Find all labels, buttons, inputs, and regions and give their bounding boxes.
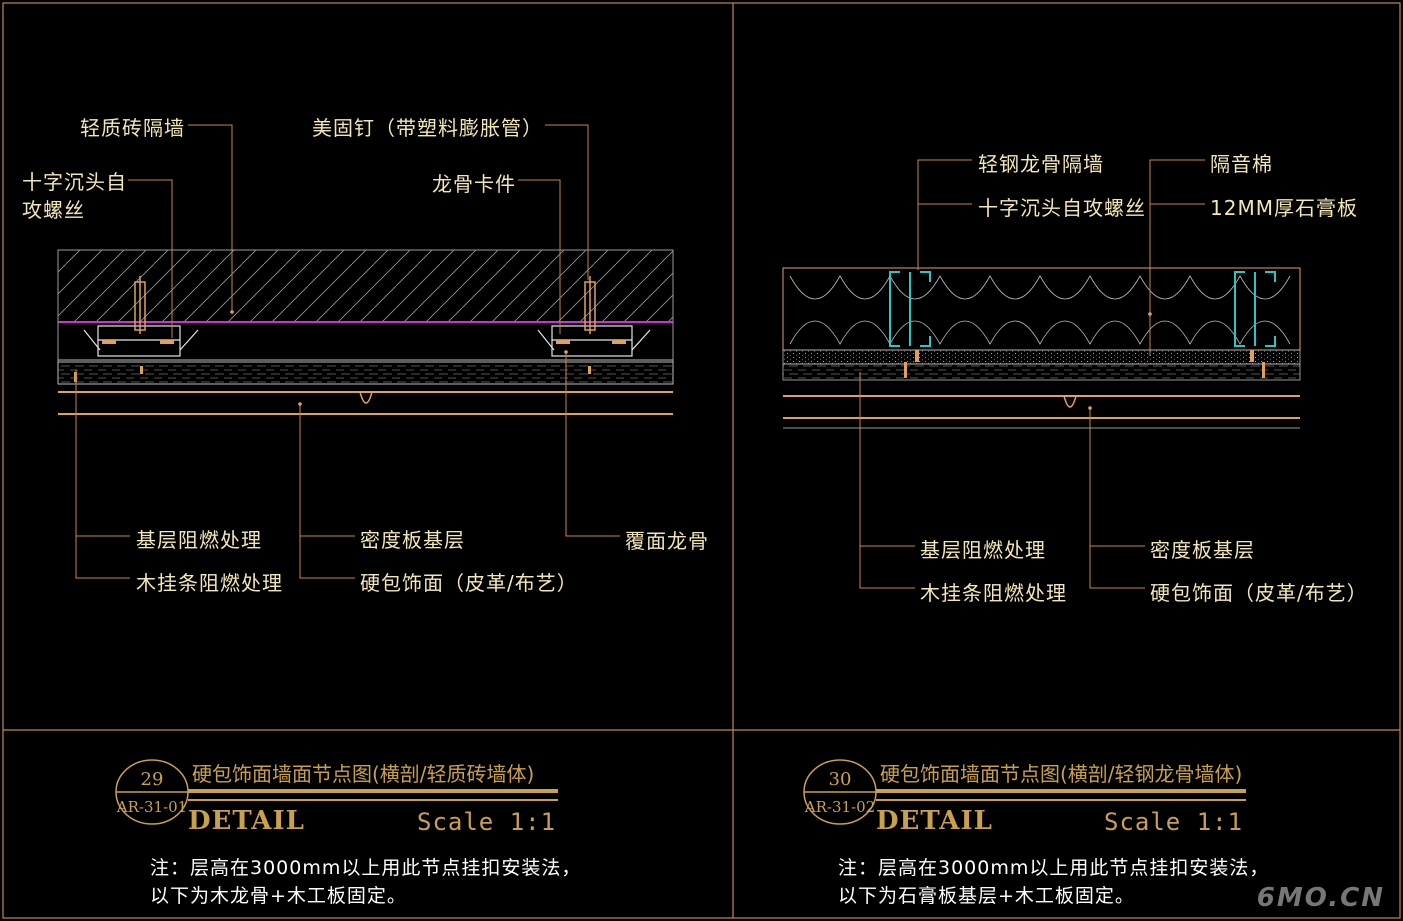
label-mdf-right: 密度板基层 (1150, 538, 1255, 562)
label-clip: 龙骨卡件 (432, 172, 516, 196)
sheet-reference-right: AR-31-02 (804, 798, 876, 816)
label-finish: 硬包饰面（皮革/布艺） (360, 571, 578, 595)
note-line-1: 注：层高在3000mm以上用此节点挂扣安装法， (150, 857, 582, 879)
scale-label: Scale 1:1 (417, 808, 557, 836)
left-title-graphics (115, 759, 558, 825)
label-base-fire: 基层阻燃处理 (136, 528, 262, 552)
scale-label-right: Scale 1:1 (1104, 808, 1244, 836)
detail-label: DETAIL (188, 806, 305, 836)
right-section-drawing (782, 159, 1301, 589)
watermark: 6MO.CN (1256, 883, 1385, 913)
detail-number-right: 30 (828, 769, 852, 790)
label-steel-wall: 轻钢龙骨隔墙 (978, 152, 1104, 176)
label-base-fire-right: 基层阻燃处理 (920, 538, 1046, 562)
detail-label-right: DETAIL (876, 806, 993, 836)
label-screw-line1: 十字沉头自 (22, 170, 127, 194)
label-anchor: 美固钉（带塑料膨胀管） (312, 116, 543, 140)
note-line-2: 以下为木龙骨+木工板固定。 (150, 885, 407, 907)
label-screw-line2: 攻螺丝 (22, 198, 85, 222)
detail-title-right: 硬包饰面墙面节点图(横剖/轻钢龙骨墙体) (880, 762, 1243, 786)
label-mdf: 密度板基层 (360, 528, 465, 552)
right-title-graphics (803, 759, 1246, 825)
sheet-reference: AR-31-01 (116, 798, 188, 816)
label-gypsum: 12MM厚石膏板 (1210, 196, 1358, 220)
label-wood-strip: 木挂条阻燃处理 (136, 571, 283, 595)
label-brick-wall: 轻质砖隔墙 (80, 116, 185, 140)
left-section-drawing (57, 124, 674, 579)
label-insulation: 隔音棉 (1210, 152, 1273, 176)
detail-number: 29 (140, 769, 164, 790)
label-finish-right: 硬包饰面（皮革/布艺） (1150, 581, 1368, 605)
label-screw: 十字沉头自攻螺丝 (978, 196, 1146, 220)
label-keel: 覆面龙骨 (625, 529, 709, 553)
label-wood-strip-right: 木挂条阻燃处理 (920, 581, 1067, 605)
note-line-1-right: 注：层高在3000mm以上用此节点挂扣安装法， (838, 857, 1270, 879)
detail-title: 硬包饰面墙面节点图(横剖/轻质砖墙体) (192, 762, 535, 786)
note-line-2-right: 以下为石膏板基层+木工板固定。 (838, 885, 1135, 907)
